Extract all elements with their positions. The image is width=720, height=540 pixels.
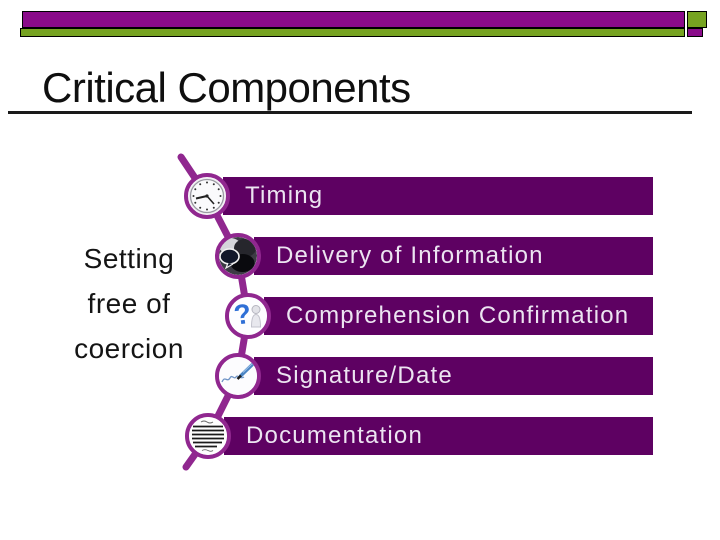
slide-title: Critical Components (42, 64, 411, 111)
svg-text:?: ? (232, 298, 253, 331)
side-note-line: coercion (74, 333, 184, 364)
item-bar-timing: Timing (223, 177, 653, 215)
side-note: Setting free of coercion (30, 236, 228, 371)
item-label: Documentation (246, 422, 424, 449)
top-decoration-purple-cap (687, 27, 703, 37)
item-label: Timing (245, 182, 324, 209)
item-label: Signature/Date (276, 362, 453, 389)
document-lines-icon (185, 413, 231, 459)
item-bar-delivery: Delivery of Information (254, 237, 653, 275)
item-bar-comprehension: Comprehension Confirmation (264, 297, 653, 335)
side-note-line: free of (87, 288, 171, 319)
item-bar-documentation: Documentation (224, 417, 653, 455)
signature-pen-icon (215, 353, 261, 399)
title-underline (8, 111, 692, 114)
item-bar-signature: Signature/Date (254, 357, 653, 395)
item-label: Comprehension Confirmation (286, 302, 630, 329)
question-mark-icon: ? (225, 293, 271, 339)
speech-bubbles-icon (215, 233, 261, 279)
side-note-line: Setting (83, 243, 175, 274)
item-label: Delivery of Information (276, 242, 544, 269)
clock-icon (184, 173, 230, 219)
top-decoration-green-bar (20, 27, 685, 37)
